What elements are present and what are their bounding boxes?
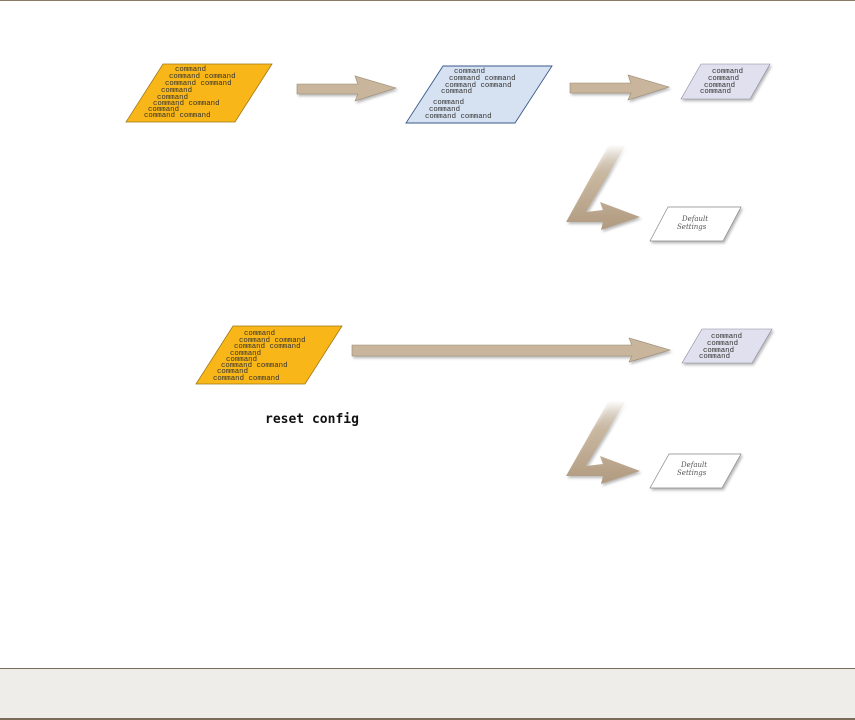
cmd-line: command — [700, 88, 731, 96]
cmd-line: command command — [221, 362, 288, 370]
flow2-long-arrow — [351, 337, 672, 363]
cmd-line: command — [712, 68, 743, 76]
reset-config-caption: reset config — [265, 412, 359, 427]
cmd-line: command — [175, 66, 206, 74]
cmd-line: command — [708, 75, 739, 83]
flow1-bent-arrow — [566, 144, 640, 230]
flow1-default-settings: Default Settings — [649, 206, 742, 242]
default-line: Default — [681, 215, 708, 223]
flow2-target-config: command command command command — [681, 328, 773, 364]
cmd-line: command command — [239, 337, 306, 345]
cmd-line: command — [244, 330, 275, 338]
cmd-line: command — [454, 68, 485, 76]
cmd-line: command — [161, 87, 192, 95]
flow1-target-text: command command command command — [700, 68, 747, 96]
cmd-line: command command — [169, 73, 236, 81]
flow2-source-text: command command command command command … — [213, 330, 310, 383]
flow2-default-text: Default Settings — [677, 461, 709, 477]
flow1-middle-text: command command command command command … — [425, 68, 520, 121]
cmd-line: command command — [425, 113, 492, 121]
cmd-line: command command — [153, 100, 220, 108]
cmd-line: command — [148, 106, 179, 114]
cmd-line: command command — [234, 343, 301, 351]
flow2-source-config: command command command command command … — [195, 325, 343, 385]
cmd-line: command command — [213, 375, 280, 383]
cmd-line: command — [433, 99, 464, 107]
flow2-bent-arrow — [566, 400, 640, 484]
cmd-line: command command — [445, 82, 512, 90]
flow1-arrow-2 — [569, 74, 671, 101]
flow1-arrow-1 — [296, 75, 398, 102]
cmd-line: command — [703, 347, 734, 355]
cmd-line: command command — [144, 112, 211, 120]
cmd-line: command — [217, 368, 248, 376]
flow1-middle-config: command command command command command … — [405, 65, 553, 124]
flow1-source-config: command command command command command … — [125, 63, 273, 123]
cmd-line: command — [711, 333, 742, 341]
cmd-line: command — [157, 94, 188, 102]
cmd-line: command — [226, 356, 257, 364]
flow2-default-settings: Default Settings — [649, 453, 742, 489]
cmd-line: command command — [449, 75, 516, 83]
flow1-default-text: Default Settings — [677, 215, 710, 231]
default-line: Default — [680, 461, 707, 469]
cmd-line: command — [699, 353, 730, 361]
flow1-source-text: command command command command command … — [144, 66, 240, 120]
flow1-target-config: command command command command — [680, 63, 771, 100]
flow2-target-text: command command command command — [699, 333, 746, 361]
footer-bar — [0, 668, 855, 720]
cmd-line: command — [704, 82, 735, 90]
top-border — [0, 0, 855, 1]
default-line: Settings — [677, 469, 707, 477]
default-line: Settings — [677, 223, 707, 231]
cmd-line: command — [230, 350, 261, 358]
cmd-line: command — [429, 106, 460, 114]
cmd-line: command command — [165, 80, 232, 88]
cmd-line: command — [441, 88, 472, 96]
cmd-line: command — [707, 340, 738, 348]
